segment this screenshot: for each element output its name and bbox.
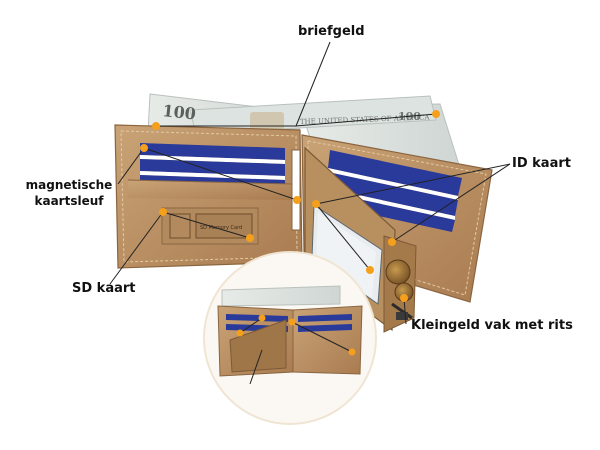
dot-id-window [366,266,374,274]
label-magnetic-slot: magnetische kaartsleuf [25,178,113,208]
card-slots-left [127,143,293,200]
label-banknotes: briefgeld [298,24,365,39]
dot-sd-card [159,208,167,216]
dot-inset-4 [236,329,244,337]
dot-inset-3 [348,348,356,356]
dot-id-flap [312,200,320,208]
dot-banknote-left [152,122,160,130]
id-window-flap [304,146,396,332]
dot-magnetic-slot [140,144,148,152]
dot-coin-top [388,238,396,246]
label-id-card: ID kaart [512,156,571,171]
dot-coin-zip [400,294,408,302]
dot-magnetic-slot-end [293,196,301,204]
banknote-value: 100 [162,101,197,123]
coin-zip-pocket [383,235,417,333]
wallet-right-panel [301,134,493,333]
sd-card-text: SD Memory Card [200,225,242,231]
label-coin-zip: Kleingeld vak met rits [411,318,573,333]
dot-banknote-right [432,110,440,118]
dot-inset-1 [258,314,266,322]
callout-dots [140,110,440,356]
callout-lines [109,41,511,385]
inset-closeup [203,251,377,425]
label-sd-card: SD kaart [72,281,136,296]
dot-inset-2 [288,318,296,326]
dot-sd-card-end [246,234,254,242]
